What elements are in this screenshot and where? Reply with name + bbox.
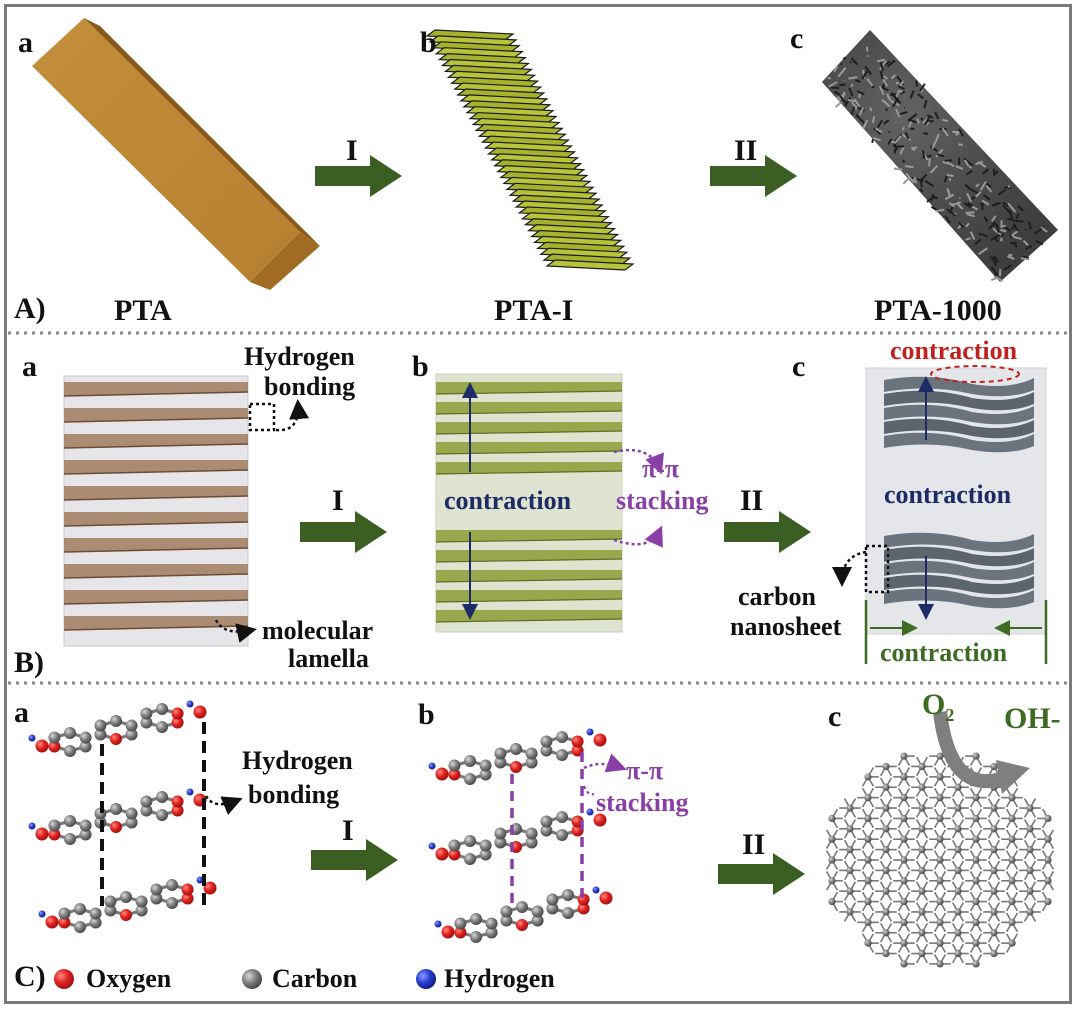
row-c-step-2-label: II: [742, 828, 766, 861]
carbon-nanosheet-box: [865, 365, 1047, 635]
pi-pi-c-label: π-π: [626, 756, 664, 785]
pta-crystal-bar: [32, 18, 320, 290]
pi-stacked-lamella-box: [435, 373, 623, 633]
row-c-panel-c-letter: c: [828, 700, 842, 733]
molecular-lamella-label-line1: molecular: [262, 616, 374, 645]
hydrogen-bonding-c-line1: Hydrogen: [242, 746, 353, 775]
oxygen-reduction-arrow: [933, 711, 1030, 794]
row-c-step-1-label: I: [342, 814, 354, 847]
row-b-arrow-1: [300, 511, 387, 553]
hydrogen-bonding-c-line2: bonding: [248, 780, 340, 809]
row-a-label: A): [14, 292, 46, 325]
row-a-step-2-label: II: [734, 134, 758, 167]
row-b-step-2-label: II: [740, 484, 764, 517]
hydrogen-bonded-molecule-stack: [28, 700, 217, 933]
o2-label: O2: [922, 688, 955, 725]
legend-carbon: Carbon: [272, 964, 358, 993]
pta-i-name-label: PTA-I: [494, 294, 574, 327]
row-a-panel-b-letter: b: [420, 26, 437, 59]
stacking-c-label: stacking: [596, 788, 689, 817]
legend-hydrogen: Hydrogen: [444, 964, 555, 993]
pta-1000-name-label: PTA-1000: [874, 294, 1002, 327]
contraction-label-middle: contraction: [884, 480, 1012, 509]
hydrogen-bonding-label-line1: Hydrogen: [244, 342, 355, 371]
row-a-arrow-1: [315, 155, 402, 197]
row-b-arrow-2: [724, 511, 811, 553]
carbon-legend-ball: [242, 969, 262, 989]
row-b-panel-c-letter: c: [792, 350, 806, 383]
hydrogen-legend-ball: [416, 969, 436, 989]
row-b-step-1-label: I: [332, 484, 344, 517]
contraction-label-bottom: contraction: [880, 638, 1008, 667]
hydrogen-bond-marker: [248, 402, 276, 432]
carbon-nanosheet-label-line1: carbon: [738, 582, 816, 611]
row-c-panel-b-letter: b: [418, 698, 435, 731]
oh-minus-label: OH-: [1004, 702, 1061, 735]
contraction-label-b: contraction: [444, 486, 572, 515]
row-c-label: C): [14, 960, 46, 993]
oxygen-legend-ball: [54, 969, 74, 989]
row-a-arrow-2: [710, 155, 797, 197]
pi-pi-label: π-π: [642, 454, 680, 483]
molecular-lamella-box: [63, 375, 249, 647]
pta-1000-carbon-rod: [822, 30, 1058, 282]
row-a-step-1-label: I: [346, 134, 358, 167]
pi-stacked-molecule-stack: [428, 728, 613, 943]
row-a-panel-c-letter: c: [790, 22, 804, 55]
pta-name-label: PTA: [114, 294, 172, 327]
contraction-label-top: contraction: [890, 336, 1018, 365]
row-b-panel-a-letter: a: [22, 350, 37, 383]
stacking-label: stacking: [616, 486, 709, 515]
graphene-sheet: [825, 752, 1055, 968]
row-c-panel-a-letter: a: [14, 696, 29, 729]
row-c-arrow-1: [311, 839, 398, 881]
row-b-panel-b-letter: b: [412, 350, 429, 383]
molecular-lamella-label-line2: lamella: [288, 644, 369, 673]
carbon-nanosheet-label-line2: nanosheet: [730, 612, 842, 641]
row-c-arrow-2: [718, 853, 805, 895]
hydrogen-bonding-label-line2: bonding: [264, 372, 356, 401]
row-b-label: B): [14, 646, 44, 679]
figure-frame: [4, 4, 1072, 1004]
row-a-panel-a-letter: a: [18, 26, 33, 59]
legend-oxygen: Oxygen: [86, 964, 172, 993]
pta-i-lamellae: [425, 29, 635, 271]
